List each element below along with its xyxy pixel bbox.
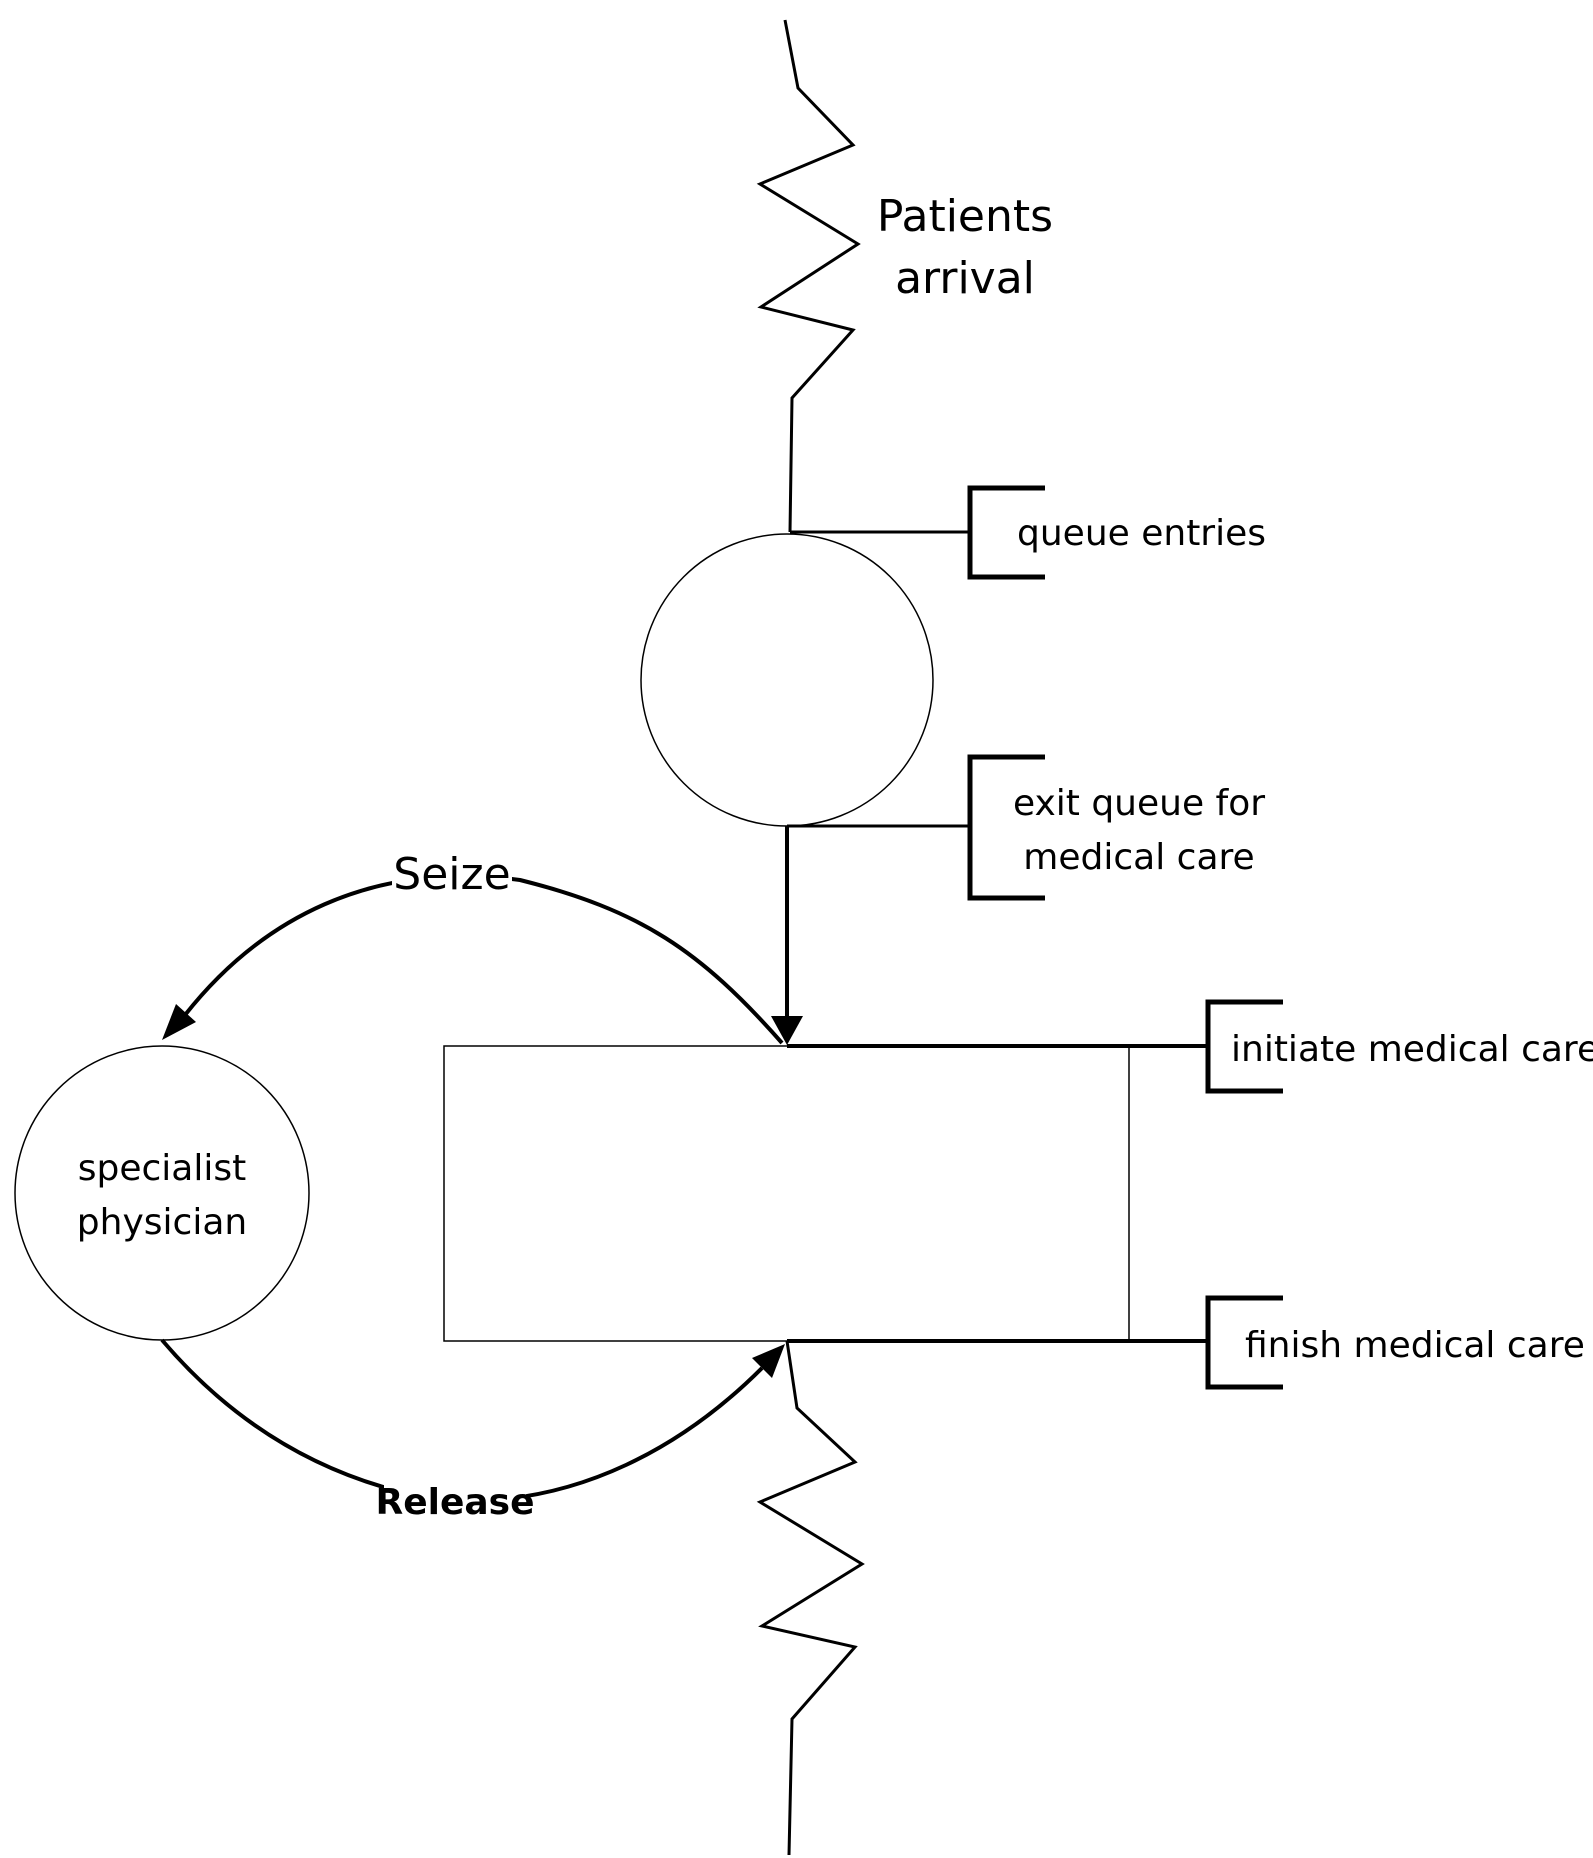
finish-care-label: finish medical care xyxy=(1245,1325,1585,1366)
finish-care-bracket xyxy=(1205,1295,1283,1390)
departure-zigzag xyxy=(756,1340,865,1856)
exit-queue-label-line1: exit queue for xyxy=(1013,783,1265,824)
exit-queue-bracket xyxy=(967,754,1045,901)
initiate-care-bracket xyxy=(1205,999,1283,1094)
release-arc xyxy=(160,1338,764,1503)
release-label-bg xyxy=(384,1478,526,1524)
seize-arc xyxy=(183,874,784,1045)
seize-label: Seize xyxy=(393,849,510,900)
queue-node xyxy=(640,533,934,827)
activity-box xyxy=(443,1045,1130,1342)
release-label: Release xyxy=(375,1482,534,1523)
queue-entries-label: queue entries xyxy=(1017,513,1266,554)
seize-arrowhead xyxy=(162,1004,196,1040)
initiate-care-label: initiate medical care xyxy=(1231,1029,1593,1070)
resource-label-line2: physician xyxy=(77,1202,247,1243)
queue-entries-bracket xyxy=(967,485,1045,580)
arrival-zigzag xyxy=(756,19,861,533)
arrival-label-line1: Patients xyxy=(877,191,1053,242)
release-arrowhead xyxy=(752,1344,785,1378)
exit-queue-label-line2: medical care xyxy=(1023,837,1254,878)
seize-label-bg xyxy=(392,850,512,896)
queue-to-activity-arrowhead xyxy=(771,1016,803,1045)
arrival-label-line2: arrival xyxy=(895,253,1035,304)
resource-node xyxy=(14,1045,310,1341)
resource-label-line1: specialist xyxy=(78,1148,247,1189)
